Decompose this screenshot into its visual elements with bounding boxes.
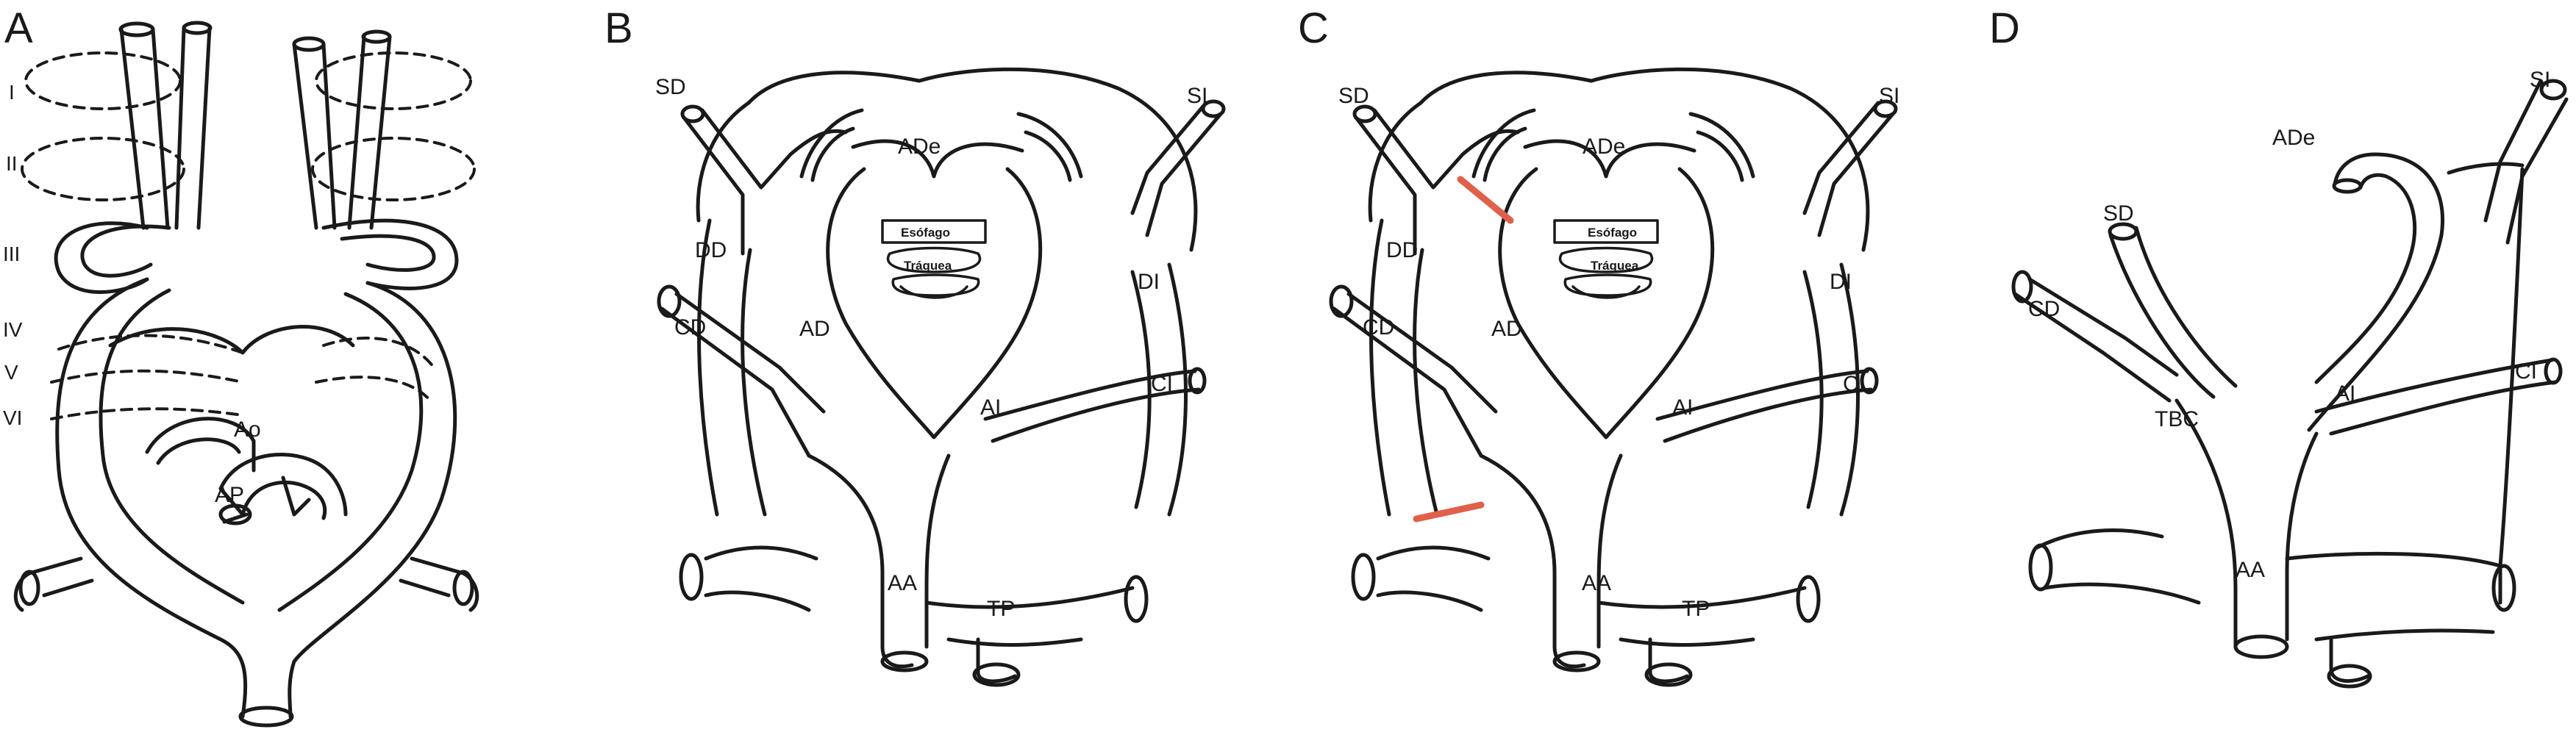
ligation-mark-lower <box>1413 501 1485 523</box>
panel-d-letter: D <box>1989 4 2020 52</box>
label-ci: CI <box>1151 372 1173 396</box>
label-ade: ADe <box>898 134 941 159</box>
label-si: SI <box>1187 84 1207 108</box>
label-ade: ADe <box>1583 134 1625 159</box>
label-traquea: Tráquea <box>1591 259 1639 273</box>
label-esofago: Esófago <box>901 226 950 240</box>
label-dd: DD <box>1386 238 1418 262</box>
arch-label-iv: IV <box>3 318 23 341</box>
arch-label-ii: II <box>6 152 18 175</box>
label-ai: AI <box>2335 381 2355 406</box>
label-aa: AA <box>1582 571 1611 595</box>
label-tp: TP <box>987 597 1015 621</box>
ligation-mark-upper <box>1457 176 1514 224</box>
label-ai: AI <box>1672 395 1693 420</box>
embryonic-arches-drawing <box>13 21 479 728</box>
label-sd: SD <box>1338 84 1369 108</box>
label-aa: AA <box>2236 558 2265 582</box>
label-cd: CD <box>2028 297 2060 321</box>
arch-label-vi: VI <box>3 406 22 429</box>
panel-c: C <box>1298 4 1899 687</box>
panel-a: A I II III IV V VI <box>3 4 479 728</box>
label-esofago: Esófago <box>1588 226 1637 240</box>
label-aa: AA <box>888 571 917 595</box>
label-ci: CI <box>1843 372 1865 396</box>
label-ai: AI <box>980 395 1001 420</box>
label-tp: TP <box>1682 597 1710 621</box>
panel-c-letter: C <box>1298 4 1329 52</box>
label-tbc: TBC <box>2155 407 2199 431</box>
label-ap: AP <box>215 483 244 507</box>
panel-b-letter: B <box>604 4 633 52</box>
label-cd: CD <box>674 315 706 340</box>
label-si: SI <box>2530 68 2550 92</box>
label-ade: ADe <box>2272 126 2315 150</box>
label-ci: CI <box>2515 359 2537 384</box>
arch-label-i: I <box>9 81 15 104</box>
label-ad: AD <box>1491 317 1522 341</box>
label-ao: Ao <box>234 417 261 442</box>
label-di: DI <box>1830 270 1852 294</box>
label-si: SI <box>1879 84 1899 108</box>
label-cd: CD <box>1363 315 1394 340</box>
label-dd: DD <box>695 238 727 262</box>
label-sd: SD <box>2103 201 2134 226</box>
panel-d: D <box>1989 4 2569 689</box>
panel-b: B <box>604 4 1226 687</box>
label-ad: AD <box>799 317 830 341</box>
label-di: DI <box>1138 270 1160 294</box>
arch-label-iii: III <box>3 243 20 265</box>
vascular-ring-drawing-c <box>1329 67 1898 687</box>
vascular-ring-drawing-b <box>657 67 1226 687</box>
panel-a-letter: A <box>4 4 33 52</box>
label-traquea: Tráquea <box>904 259 952 273</box>
repaired-arch-drawing-d <box>2011 79 2569 689</box>
arch-label-v: V <box>4 361 18 384</box>
label-sd: SD <box>655 75 686 99</box>
